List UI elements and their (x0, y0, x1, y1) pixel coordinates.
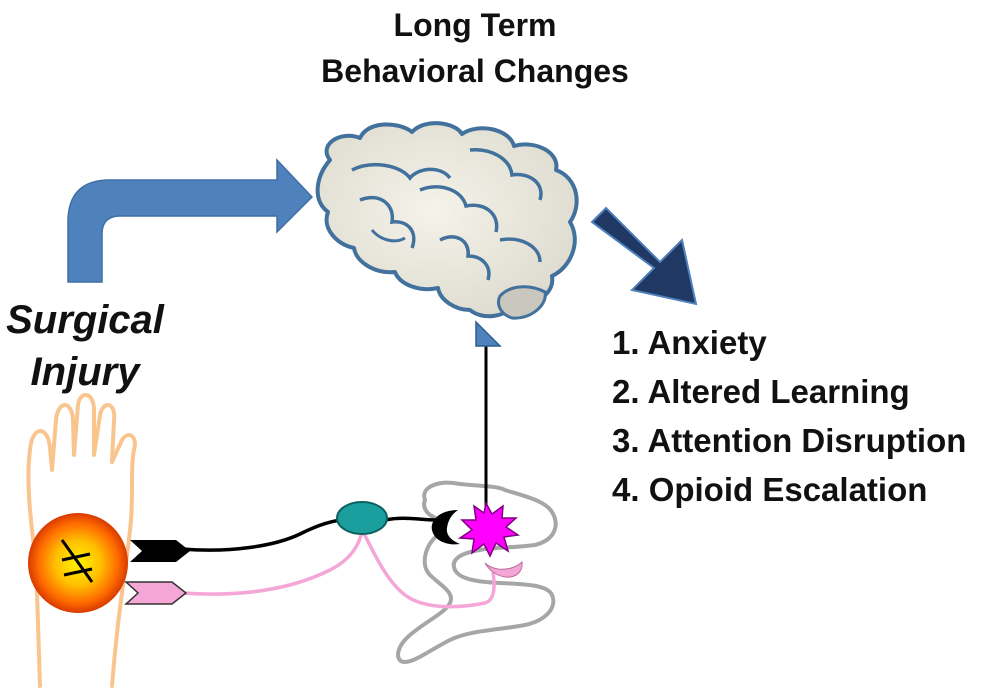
title-line-2: Behavioral Changes (321, 53, 629, 89)
pink-nerve-fiber (181, 529, 496, 609)
outcome-item-attention-disruption: 3. Attention Disruption (612, 422, 967, 459)
injury-label-line-1: Surgical (6, 298, 164, 342)
diagram-title: Long Term Behavioral Changes (300, 2, 650, 94)
foot-icon (26, 393, 137, 688)
spinal-cord-outline (396, 480, 558, 664)
pink-fiber-terminal (124, 581, 188, 605)
black-nerve-fiber (181, 516, 436, 552)
outcome-item-altered-learning: 2. Altered Learning (612, 373, 910, 410)
black-fiber-terminal (130, 540, 190, 562)
dorsal-root-ganglion (336, 501, 388, 535)
pink-synapse-terminal (484, 560, 523, 578)
injury-to-brain-arrow (67, 158, 314, 283)
brain-to-outcomes-arrow (590, 206, 698, 306)
outcome-item-opioid-escalation: 4. Opioid Escalation (612, 471, 928, 508)
outcome-item-anxiety: 1. Anxiety (612, 324, 767, 361)
injury-burst-icon (28, 513, 128, 613)
tract-terminal-triangle (475, 320, 502, 347)
outcome-list: 1. Anxiety 2. Altered Learning 3. Attent… (612, 318, 966, 514)
injury-label: Surgical Injury (0, 294, 170, 398)
synapse-burst-icon (457, 500, 521, 558)
title-line-1: Long Term (393, 7, 557, 43)
injury-label-line-2: Injury (30, 350, 140, 394)
brain-icon (315, 121, 579, 320)
black-synapse-terminal (431, 510, 460, 545)
